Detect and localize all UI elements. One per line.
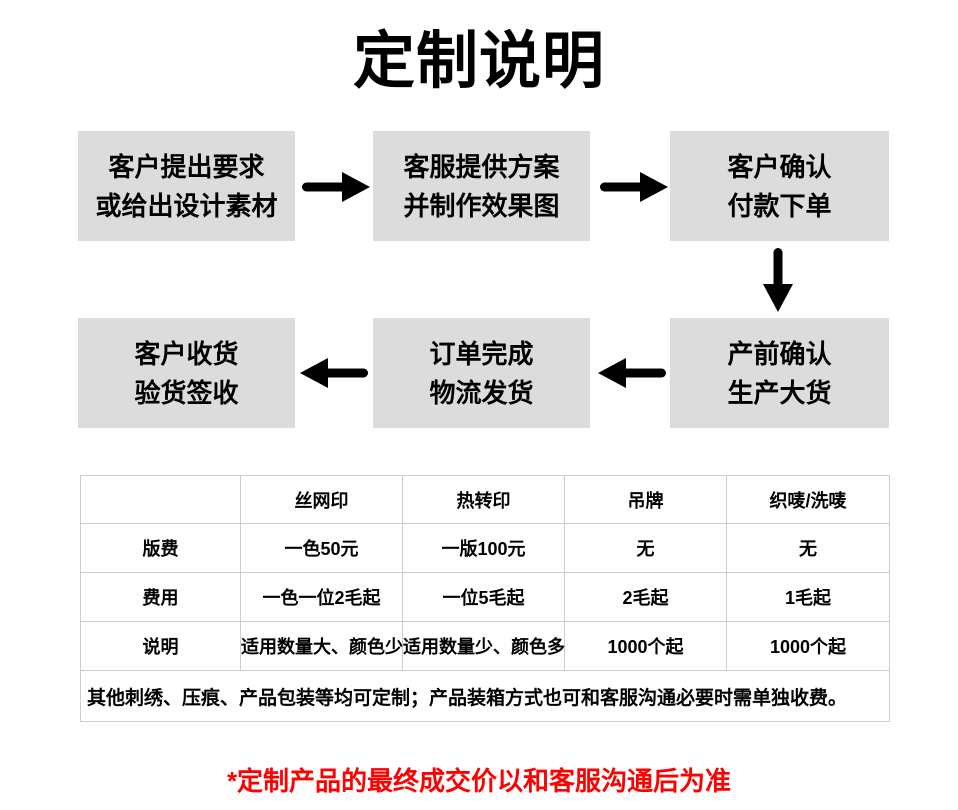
flow-step-customer-request: 客户提出要求 或给出设计素材 [78, 131, 295, 241]
row-label: 费用 [80, 572, 241, 622]
table-row: 版费 一色50元 一版100元 无 无 [80, 523, 890, 573]
table-note: 其他刺绣、压痕、产品包装等均可定制；产品装箱方式也可和客服沟通必要时需单独收费。 [80, 670, 890, 722]
table-header-cell: 织唛/洗唛 [726, 475, 890, 524]
table-cell: 1000个起 [564, 621, 727, 671]
table-cell: 2毛起 [564, 572, 727, 622]
row-label: 版费 [80, 523, 241, 573]
flow-step-line: 客户提出要求 [108, 151, 265, 182]
table-cell: 无 [564, 523, 727, 573]
arrow-right-icon [302, 172, 370, 202]
table-row: 费用 一色一位2毛起 一位5毛起 2毛起 1毛起 [80, 572, 890, 622]
flow-step-line: 验货签收 [134, 377, 239, 408]
table-cell: 适用数量少、颜色多 [402, 621, 565, 671]
table-note-row: 其他刺绣、压痕、产品包装等均可定制；产品装箱方式也可和客服沟通必要时需单独收费。 [80, 670, 890, 722]
arrow-right-icon [600, 172, 668, 202]
flow-step-service-proposal: 客服提供方案 并制作效果图 [373, 131, 590, 241]
flow-step-order-complete-ship: 订单完成 物流发货 [373, 318, 590, 428]
flow-step-customer-receive: 客户收货 验货签收 [78, 318, 295, 428]
table-header-cell: 丝网印 [240, 475, 403, 524]
flow-step-line: 客服提供方案 [403, 151, 560, 182]
table-header-cell: 吊牌 [564, 475, 727, 524]
flow-step-line: 客户确认 [727, 151, 832, 182]
flow-step-line: 产前确认 [727, 338, 832, 369]
flow-step-line: 或给出设计素材 [95, 190, 278, 221]
flow-step-line: 订单完成 [429, 338, 534, 369]
flow-step-line: 物流发货 [429, 377, 534, 408]
flow-step-line: 付款下单 [727, 190, 832, 221]
flow-step-customer-confirm-pay: 客户确认 付款下单 [670, 131, 889, 241]
arrow-left-icon [598, 358, 666, 388]
table-cell: 一色50元 [240, 523, 403, 573]
table-cell: 一版100元 [402, 523, 565, 573]
flow-step-preproduction-confirm: 产前确认 生产大货 [670, 318, 889, 428]
flow-step-line: 生产大货 [727, 377, 832, 408]
table-header-row: 丝网印 热转印 吊牌 织唛/洗唛 [80, 475, 890, 524]
row-label: 说明 [80, 621, 241, 671]
table-cell: 一色一位2毛起 [240, 572, 403, 622]
price-disclaimer: *定制产品的最终成交价以和客服沟通后为准 [226, 766, 732, 796]
table-row: 说明 适用数量大、颜色少 适用数量少、颜色多 1000个起 1000个起 [80, 621, 890, 671]
flow-step-line: 客户收货 [134, 338, 239, 369]
pricing-table: 丝网印 热转印 吊牌 织唛/洗唛 版费 一色50元 一版100元 无 无 费用 … [80, 475, 890, 722]
table-header-cell [80, 475, 241, 524]
table-cell: 无 [726, 523, 890, 573]
table-cell: 一位5毛起 [402, 572, 565, 622]
table-cell: 1000个起 [726, 621, 890, 671]
table-cell: 1毛起 [726, 572, 890, 622]
arrow-down-icon [763, 248, 793, 312]
flow-step-line: 并制作效果图 [403, 190, 560, 221]
table-header-cell: 热转印 [402, 475, 565, 524]
arrow-left-icon [300, 358, 368, 388]
page-title: 定制说明 [352, 27, 605, 96]
table-cell: 适用数量大、颜色少 [240, 621, 403, 671]
